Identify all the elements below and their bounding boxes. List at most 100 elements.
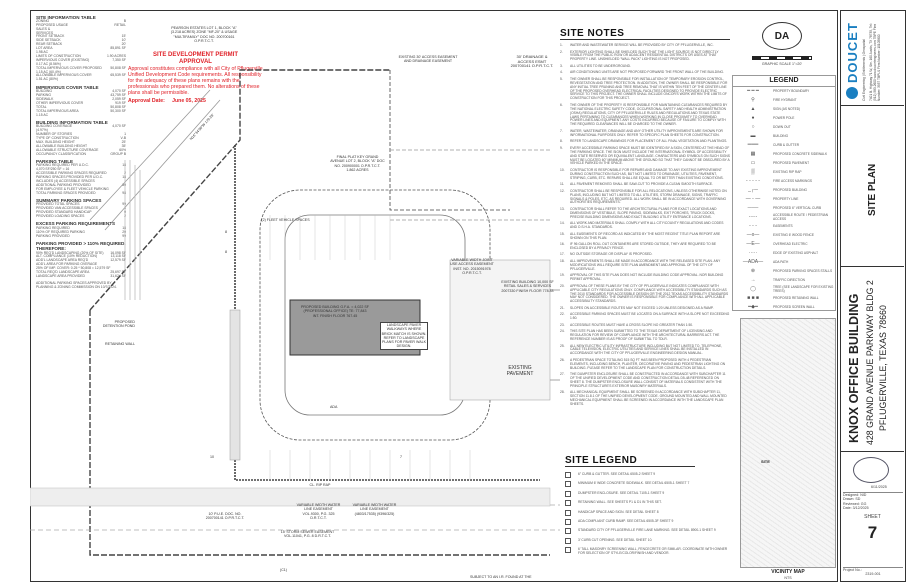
note-text: ACCESSIBLE PARKING SPACES MUST BE LOCATE… — [570, 312, 730, 321]
legend-label: ADA PATH — [773, 259, 789, 264]
note-text: ALL UTILITIES TO BE UNDERGROUND. — [570, 63, 631, 68]
reviewed-row: Reviewed: GG — [843, 501, 867, 506]
table-title: BUILDING INFORMATION TABLE — [36, 119, 108, 125]
date-row: Date: 3/12/2025 — [843, 506, 869, 511]
note-number: 27. — [560, 372, 565, 377]
legend-symbol-icon: ═══ — [747, 142, 759, 148]
note-number: 16. — [560, 242, 565, 247]
legend-symbol-icon: —ADA— — [742, 259, 764, 265]
note-text: CONTRACTOR IS RESPONSIBLE FOR REPAIRS AN… — [570, 167, 724, 180]
site-note: 21.SLOPES ON ACCESSIBLE ROUTES MAY NOT E… — [560, 306, 730, 311]
row-label: TYPE OF CONSTRUCTION — [36, 135, 79, 140]
firm-subtitle: Civil Engineering | Entitlements | Geosp… — [862, 39, 866, 101]
legend-label: ACCESSIBLE ROUTE / PEDESTRIAN ACCESS — [773, 213, 829, 221]
row-value: 31,624 SF — [110, 274, 126, 278]
row-value: 65,539 SF — [110, 73, 126, 78]
keynote-box-icon — [565, 509, 571, 516]
pue-label: 10' P.U.E. DOC. NO. 200700141 O.P.R.T.C.… — [205, 512, 245, 521]
note-text: ALL WORK AND MATERIALS SHALL COMPLY WITH… — [570, 221, 724, 230]
legend-symbol-icon: ····· — [748, 250, 758, 256]
legend-item: ○DOWN OUT — [733, 123, 835, 132]
row-label: 1.15 AC — [36, 112, 49, 117]
note-number: 14. — [560, 221, 565, 226]
keynote-box-icon — [565, 518, 571, 525]
legend-label: PROPERTY LINE — [773, 196, 799, 201]
waterline-easement-label: VARIABLE WIDTH WATER LINE EASEMENT VOL.9… — [296, 503, 341, 520]
note-number: 11. — [560, 182, 565, 187]
site-note: 16.IF 96 GALLON ROLL OUT CONTAINERS ARE … — [560, 242, 730, 251]
legend-label: TRAFFIC DIRECTION — [773, 277, 805, 282]
row-value: 25' — [121, 139, 126, 144]
row-label: 90% REQ'D LANDSCAPING (20% OF SITE) — [36, 250, 104, 255]
note-text: ALL EASEMENTS OF RECORD AS INDICATED BY … — [570, 231, 721, 240]
legend-item: _┌─PROPOSED BUILDING — [733, 186, 835, 195]
legend-item: ▬BUILDING — [733, 132, 835, 141]
row-label: OTHER IMPERVIOUS COVER — [36, 100, 84, 105]
note-number: 1. — [560, 43, 563, 47]
divider — [841, 266, 904, 267]
note-number: 10. — [560, 167, 565, 172]
note-text: WATER AND WASTEWATER SERVICE WILL BE PRO… — [570, 43, 714, 47]
table-row: ALT. COMPLIANCE (10% REDUCTION)13,118 SF — [36, 255, 126, 259]
row-value: 7,350 SF — [112, 57, 126, 62]
permit-body: Approval constitutes compliance with all… — [128, 66, 263, 96]
row-value: 15' — [121, 34, 126, 39]
note-text: APPROVAL OF THIS SITE PLAN DOES NOT INCL… — [570, 273, 724, 282]
legend-item: —E—OVERHEAD ELECTRIC — [733, 240, 835, 249]
table-row: 90% REQ'D LANDSCAPING (20% OF SITE)16,09… — [36, 250, 126, 256]
row-label: PROVIDED VAN ACCESSIBLE SPACES — [36, 206, 98, 211]
row-value: 98 — [122, 190, 126, 195]
legend-symbol-icon: - - - - - — [746, 178, 760, 184]
site-note: 14. ALL WORK AND MATERIALS SHALL COMPLY W… — [560, 221, 730, 230]
permit-approval-stamp: SITE DEVELOPMENT PERMIT APPROVAL Approva… — [128, 52, 263, 104]
site-legend-item: MINIMUM 6' WIDE CONCRETE SIDEWALK. SEE D… — [565, 481, 735, 488]
row-label: ACCESSIBLE PARKING SPACES REQUIRED — [36, 171, 107, 176]
legend-symbol-icon: ▲ — [750, 106, 756, 112]
sheet-label: SHEET — [864, 514, 881, 520]
parking-stripes — [269, 215, 471, 480]
drawing-border — [30, 10, 838, 582]
legend-label: POWER POLE — [773, 115, 795, 120]
row-label: ALLOWABLE IMPERVIOUS COVER — [36, 73, 92, 78]
note-number: 26. — [560, 357, 565, 362]
legend-item: ●POWER POLE — [733, 114, 835, 123]
table-row: FOR EMPLOYEE & FLEET VEHICLE PARKING — [36, 187, 126, 192]
row-label: BUILDING — [36, 89, 53, 94]
engineer-seal-icon — [853, 457, 889, 483]
graphic-scale-bar — [752, 56, 812, 60]
doucet-logo-icon — [846, 87, 858, 99]
site-notes-title: SITE NOTES — [560, 28, 730, 40]
site-note: 18.ALL IMPROVEMENTS SHALL BE MADE IN ACC… — [560, 259, 730, 272]
legend-title: LEGEND — [733, 76, 835, 87]
site-note: 19.APPROVAL OF THIS SITE PLAN DOES NOT I… — [560, 273, 730, 282]
site-legend-text: MINIMUM 6' WIDE CONCRETE SIDEWALK. SEE D… — [578, 481, 690, 486]
legend-symbol-icon: ▬ — [750, 133, 756, 139]
row-value: 25,697 SF — [110, 270, 126, 275]
row-label: TOTAL IMPERVIOUS COVER PROPOSED — [36, 65, 102, 70]
row-value: RETAIL — [114, 22, 126, 27]
space-count: 10 — [210, 455, 214, 459]
row-label: NUMBER OF STORIES — [36, 132, 73, 137]
final-plat-label: FINAL PLAT KEY GRAND AVENUE LOT 2, BLOCK… — [330, 155, 385, 172]
note-number: 24. — [560, 329, 565, 334]
sheet-number: 7 — [867, 523, 878, 542]
legend-symbol-icon: ⊛ — [750, 268, 756, 274]
row-value: 99 — [122, 233, 126, 238]
site-note: 23.ACCESSIBLE ROUTES MUST HAVE A CROSS S… — [560, 323, 730, 328]
legend-label: DOWN OUT — [773, 124, 791, 129]
row-value: 18 — [122, 225, 126, 230]
site-note: 6.THE OWNER OF THE PROPERTY IS RESPONSIB… — [560, 103, 730, 127]
row-label: LANDSCAPE AREA PROVIDED — [36, 274, 85, 278]
row-value: 18 — [122, 163, 126, 168]
note-text: NO OUTSIDE STORAGE OR DISPLAY IS PROPOSE… — [570, 252, 653, 257]
project-number-label: Project No.: — [843, 568, 862, 572]
legend-item: —ADA— ADA PATH — [733, 258, 835, 267]
legend-label: PROPOSED BUILDING — [773, 187, 808, 192]
site-legend-item: DUMPSTER ENCLOSURE. SEE DETAIL 7105-1 SH… — [565, 490, 735, 497]
row-label: BUILDING COVERAGE — [36, 124, 73, 129]
